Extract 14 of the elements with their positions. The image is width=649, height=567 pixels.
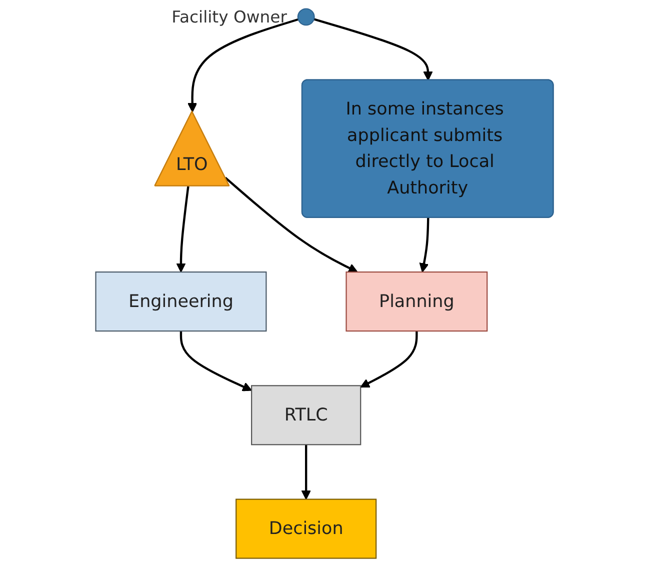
arrow: [301, 444, 311, 500]
arrow: [419, 218, 430, 272]
node-box: Decision: [236, 498, 377, 559]
node-box: RTLC: [251, 385, 362, 446]
node-box: Planning: [346, 271, 488, 332]
arrow: [360, 331, 418, 388]
arrow: [188, 18, 299, 112]
node-caption: Facility Owner: [172, 7, 287, 26]
arrow: [180, 331, 252, 392]
arrow: [314, 18, 433, 81]
node-box: Engineering: [95, 271, 267, 332]
node-circle: [297, 8, 315, 26]
arrow: [224, 176, 358, 272]
arrow: [176, 186, 190, 272]
